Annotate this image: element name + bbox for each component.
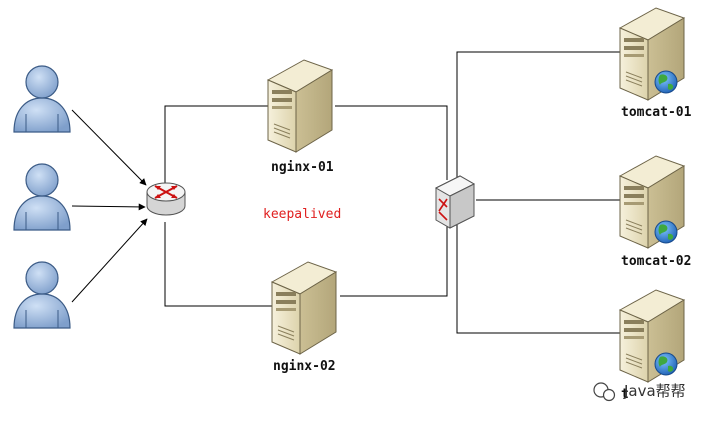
connection-lines [71, 51, 620, 334]
wechat-icon [593, 382, 616, 402]
keepalived-label: keepalived [263, 207, 342, 222]
switch-tomcat03-link [456, 222, 620, 334]
tomcat-03-label: t [621, 387, 629, 402]
nginx02-switch-link [340, 222, 448, 297]
globe-icon [654, 220, 678, 244]
switch-icon [434, 175, 476, 229]
server-icon-nginx-01 [267, 59, 333, 153]
nginx-02-label: nginx-02 [273, 359, 336, 374]
router-nginx02-link [164, 222, 272, 307]
watermark-text: Java帮帮 [624, 382, 686, 400]
router-icon [146, 182, 186, 216]
user-icon [13, 163, 71, 231]
user3-router-link [71, 218, 148, 303]
globe-icon [654, 70, 678, 94]
tomcat-02-label: tomcat-02 [621, 254, 692, 269]
server-icon-nginx-02 [271, 261, 337, 355]
switch-tomcat01-link [456, 51, 620, 182]
nginx-01-label: nginx-01 [271, 160, 334, 175]
user2-router-link [71, 203, 146, 211]
tomcat-01-label: tomcat-01 [621, 105, 692, 120]
router-nginx01-link [164, 105, 268, 184]
user1-router-link [71, 109, 147, 186]
globe-icon [654, 352, 678, 376]
user-icon [13, 261, 71, 329]
user-icon [13, 65, 71, 133]
nginx01-switch-link [335, 105, 448, 180]
